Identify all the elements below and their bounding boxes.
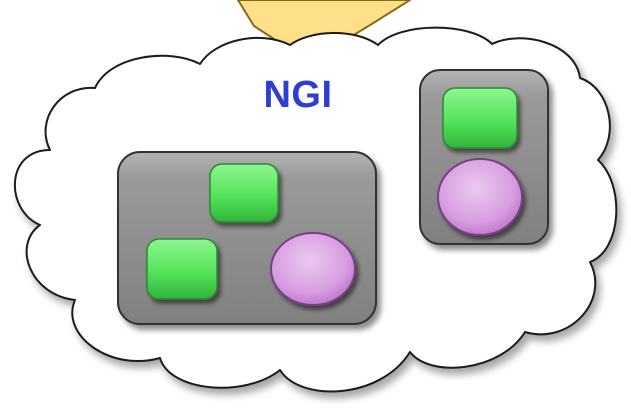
service-square-top [209,163,279,223]
service-circle-small [437,158,523,236]
service-square-left [146,238,218,300]
service-circle-large [270,232,356,306]
service-square-right [442,87,518,149]
cloud-label: NGI [263,74,333,116]
